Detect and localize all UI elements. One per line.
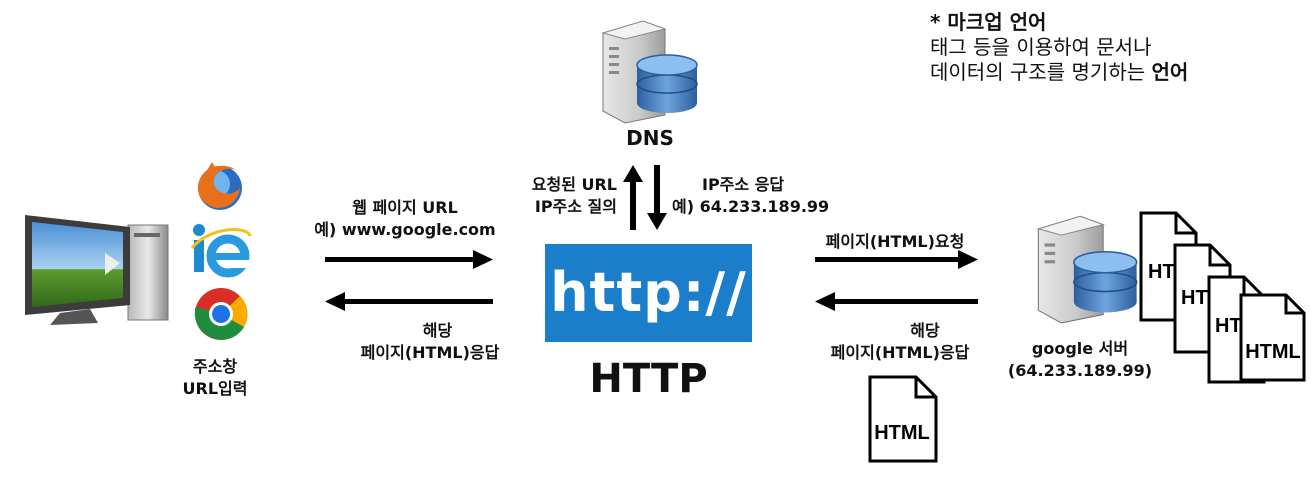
client-label: 주소창 URL입력 — [182, 357, 248, 398]
dns-response-label: IP주소 응답 예) 64.233.189.99 — [672, 175, 830, 216]
client-response-arrow — [325, 292, 493, 311]
internet-explorer-icon — [190, 224, 252, 278]
server-response-label: 해당 페이지(HTML)응답 — [830, 321, 970, 362]
html-document-stack: HT HT HT HTML — [1139, 211, 1306, 384]
arrow-up-icon — [623, 165, 643, 230]
html-document-text: HT — [1215, 315, 1242, 337]
computer-monitor-icon — [25, 215, 169, 325]
dns-label: DNS — [626, 126, 674, 150]
server-label: google 서버 (64.233.189.99) — [1007, 339, 1153, 380]
chrome-icon — [194, 288, 248, 340]
html-document-text: HTML — [874, 422, 930, 444]
http-title: HTTP — [589, 356, 708, 402]
dns-request-label: 요청된 URL IP주소 질의 — [531, 175, 617, 216]
arrow-right-icon — [958, 250, 978, 269]
dns-server-icon — [601, 20, 698, 124]
html-document-icon: HTML — [1239, 293, 1306, 382]
dns-arrows — [623, 165, 667, 230]
html-document-text: HT — [1148, 261, 1175, 283]
html-document-text: HT — [1181, 287, 1208, 309]
server-database-icon — [1036, 215, 1138, 324]
markup-note: * 마크업 언어 태그 등을 이용하여 문서나 데이터의 구조를 명기하는 언어 — [930, 10, 1188, 85]
html-document-text: HTML — [1245, 341, 1301, 363]
firefox-icon — [198, 162, 242, 210]
http-logo: http:// — [545, 244, 752, 342]
arrow-left-icon — [325, 292, 345, 311]
html-document-icon: HTML — [868, 375, 938, 463]
arrow-left-icon — [815, 292, 835, 311]
server-request-arrow — [815, 250, 978, 269]
client-request-label: 웹 페이지 URL 예) www.google.com — [314, 198, 496, 239]
client-request-arrow — [325, 250, 493, 269]
markup-note-title: * 마크업 언어 — [930, 10, 1047, 34]
client-response-label: 해당 페이지(HTML)응답 — [360, 321, 500, 362]
arrow-right-icon — [473, 250, 493, 269]
arrow-down-icon — [647, 165, 667, 230]
markup-note-line1: 태그 등을 이용하여 문서나 — [930, 35, 1152, 59]
server-request-label: 페이지(HTML)요청 — [825, 232, 965, 251]
server-response-arrow — [815, 292, 978, 311]
markup-note-line2: 데이터의 구조를 명기하는 언어 — [930, 60, 1189, 84]
